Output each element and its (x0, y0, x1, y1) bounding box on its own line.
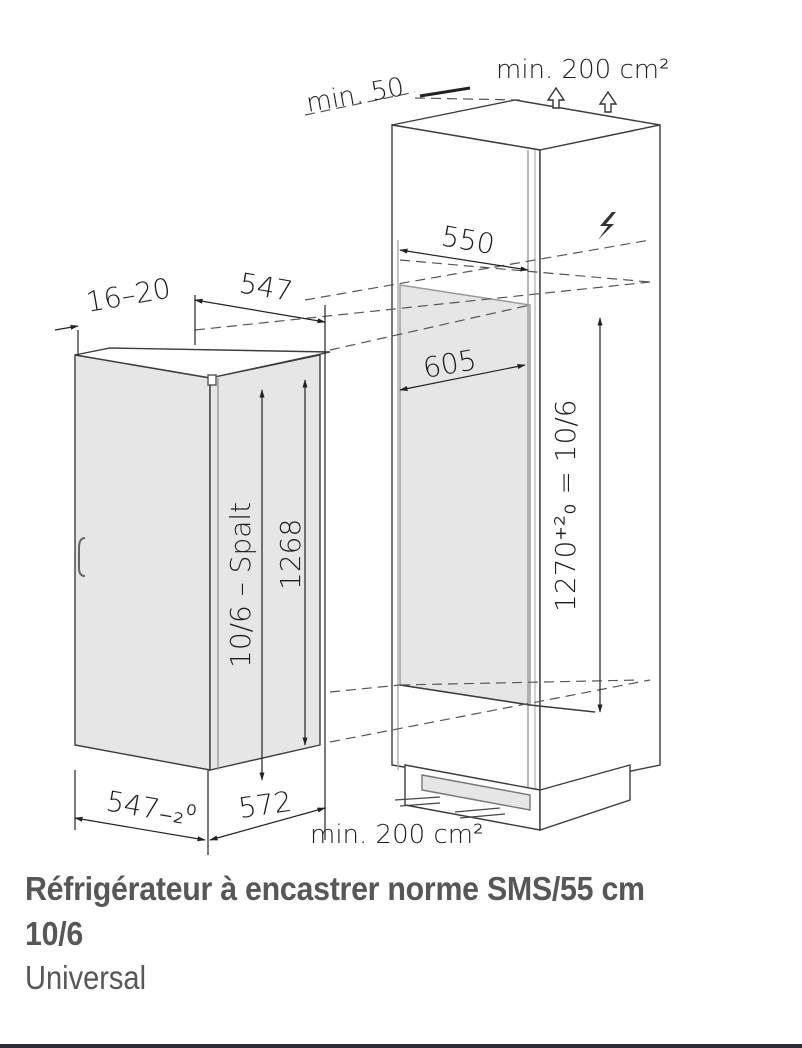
label-base-depth: 572 (236, 785, 294, 825)
product-title-line2: 10/6 (25, 915, 83, 952)
electrical-connection-icon (598, 212, 616, 240)
label-top-vent-area: min. 200 cm² (496, 55, 670, 85)
label-bottom-vent-area: min. 200 cm² (310, 820, 484, 850)
product-title-line1: Réfrigérateur à encastrer norme SMS/55 c… (25, 870, 645, 907)
label-appliance-depth: 547 (237, 266, 295, 308)
installation-diagram: min. 50 min. 200 cm² 16–20 547 550 605 1… (54, 55, 670, 855)
label-appliance-height: 1268 (274, 519, 307, 590)
vent-up-arrow-icon (546, 86, 618, 113)
bottom-divider (0, 1044, 802, 1048)
cabinet-niche (391, 99, 661, 831)
vent-bottom-arrow-icon (394, 796, 506, 819)
caption: Réfrigérateur à encastrer norme SMS/55 c… (25, 866, 795, 1000)
product-title: Réfrigérateur à encastrer norme SMS/55 c… (25, 866, 733, 956)
label-spalt: 10/6 – Spalt (224, 502, 257, 668)
product-subtitle: Universal (25, 959, 147, 996)
label-niche-height: 1270⁺²₀ = 10/6 (549, 399, 582, 612)
dimension-lines (54, 86, 603, 855)
fridge-appliance (74, 347, 331, 771)
label-top-vent-gap: min. 50 (304, 72, 406, 119)
label-appliance-side-gap: 16–20 (83, 272, 173, 319)
